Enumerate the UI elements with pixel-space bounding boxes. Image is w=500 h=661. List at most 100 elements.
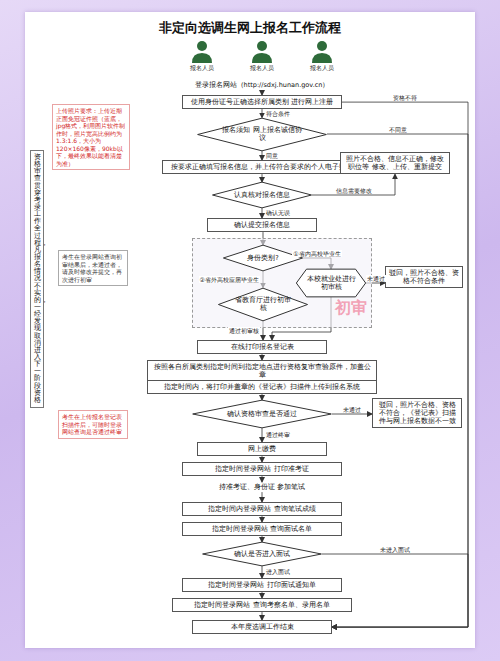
process-box: 照片不合格、信息不正确，修改职位等 修改、上传、重新提交 [340, 152, 450, 174]
note-box: 考生在登录网站查询初审结果后，未通过者，请及时修改并提交，再次进行初审 [58, 250, 128, 286]
edge-label: 同意 [265, 152, 279, 159]
red-note-box: 考生在上传报名登记表扫描件后，可随时登录网站查询是否通过终审 [58, 410, 128, 439]
process-box: 使用身份证号正确选择所属类别 进行网上注册 [182, 95, 342, 109]
outline [213, 182, 312, 208]
process-box: 确认提交报名信息 [207, 218, 317, 232]
process-box: 驳回，照片不合格、资格不符合条件 [385, 266, 463, 288]
edge-label: ①省内高校毕业生 [292, 250, 341, 257]
person-body [252, 53, 272, 63]
process-box: 网上缴费 [197, 442, 327, 456]
node-text: 省教育厅进行初审核 [235, 296, 291, 312]
edge-label: 资格不符 [392, 94, 418, 101]
person-label: 报名人员 [190, 64, 214, 71]
review-region: 初审 身份类别? 本校就业处进行初审核省教育厅进行初审核 [192, 238, 372, 328]
process-box: 指定时间登录网站 查询考察名单、录用名单 [172, 598, 352, 612]
person-head [197, 41, 207, 51]
node-text: 持准考证、身份证 参加笔试 [184, 483, 340, 491]
flow-arrow [312, 174, 395, 195]
plain-step: 登录报名网站（http://sdxj.hunan.gov.cn） [172, 80, 352, 90]
decision-diamond: 身份类别? [223, 245, 303, 271]
flow-arrow [262, 394, 263, 400]
person-icons [192, 41, 332, 63]
person-label: 报名人员 [310, 64, 334, 71]
flow-arrow [262, 151, 263, 161]
plain-step: 持准考证、身份证 参加笔试 [182, 482, 342, 492]
node-text: 指定时间内登录网站 查询笔试成绩 [186, 505, 338, 513]
node-text: 指定时间登录网站 打印面试通知单 [186, 581, 338, 589]
review-hexagon: 本校就业处进行初审核 [296, 269, 366, 297]
process-box: 按照各自所属类别指定时间到指定地点进行资格复审查验原件，加盖公章 [147, 360, 377, 382]
node-text: 确认是否进入面试 [234, 550, 290, 558]
flow-arrow [262, 566, 263, 578]
edge-label: 通过初审核 [228, 327, 260, 334]
node-text: 本年度选调工作结束 [196, 623, 328, 631]
flow-arrow [262, 208, 263, 218]
process-box: 指定时间登录网站 打印面试通知单 [182, 578, 342, 592]
edge-label: 未进入面试 [379, 546, 411, 553]
decision-diamond: 省教育厅进行初审核 [218, 288, 308, 321]
node-text: 按要求正确填写报名信息，并上传符合要求的个人电子照片 [166, 163, 358, 171]
flow-arrow [262, 109, 263, 117]
flow-arrow [262, 476, 263, 482]
process-box: 指定时间登录网站 查询面试名单 [182, 522, 342, 536]
outline [193, 400, 332, 428]
decision-diamond: 确认是否进入面试 [202, 542, 322, 566]
outline [218, 288, 307, 321]
node-text: 认真核对报名信息 [234, 191, 290, 199]
flow-arrow [332, 414, 372, 415]
red-note-box: 上传照片要求：上传近期正面免冠证件照（蓝底，jpg格式，利用图片软件制作时，照片… [52, 104, 130, 170]
decision-diamond: 确认资格审查是否通过 [192, 400, 332, 428]
edge-label: 未通过 [342, 406, 362, 413]
edge-label: ②省外高校应届毕业生 [199, 276, 260, 283]
edge-label: 进入面试 [265, 568, 291, 575]
person-head [317, 41, 327, 51]
node-text: 驳回，照片不合格、资格不符合条件 [389, 269, 459, 285]
edge-label: 确认无误 [265, 209, 291, 216]
node-text: 按照各自所属类别指定时间到指定地点进行资格复审查验原件，加盖公章 [151, 363, 373, 379]
node-text: 确认资格审查是否通过 [227, 410, 297, 418]
node-text: 报名须知 网上报名诚信协议 [222, 126, 303, 142]
flow-arrow [262, 174, 263, 182]
person-body [192, 53, 212, 63]
node-text: 指定时间登录网站 打印准考证 [186, 465, 338, 473]
node-text: 驳回，照片不合格、资格不符合，《登记表》扫描件与网上报名数据不一致 [376, 401, 458, 425]
watermark-text: 初审 [335, 300, 367, 316]
node-text: 登录报名网站（http://sdxj.hunan.gov.cn） [174, 81, 350, 89]
edge-label: 信息需要修改 [335, 187, 373, 194]
outline [203, 542, 322, 566]
edge-label: 通过终审 [265, 431, 291, 438]
outline [223, 245, 302, 271]
flow-arrow [262, 612, 263, 620]
node-text: 网上缴费 [201, 445, 323, 453]
flow-arrow [262, 492, 263, 502]
node-text: 确认提交报名信息 [211, 221, 313, 229]
flow-arrow [322, 554, 468, 627]
node-text: 指定时间登录网站 查询考察名单、录用名单 [176, 601, 348, 609]
node-text: 使用身份证号正确选择所属类别 进行网上注册 [186, 98, 338, 106]
decision-diamond: 认真核对报名信息 [212, 182, 312, 208]
process-box: 按要求正确填写报名信息，并上传符合要求的个人电子照片 [162, 160, 362, 174]
decision-diamond: 报名须知 网上报名诚信协议 [197, 118, 327, 151]
node-text: 本校就业处进行初审核 [306, 275, 356, 291]
node-text: 在线打印报名登记表 [201, 343, 323, 351]
node-text: 资格审查贯穿考录工作全过程，凡报名情况不实的，一经发现取消进入下一阶段资格 [34, 154, 41, 404]
process-box: 指定时间登录网站 打印准考证 [182, 462, 342, 476]
edge-label: 未通过 [366, 275, 386, 282]
outline [296, 269, 365, 297]
flow-arrow [262, 428, 263, 442]
side-note-column: 资格审查贯穿考录工作全过程，凡报名情况不实的，一经发现取消进入下一阶段资格 [30, 150, 44, 408]
process-box: 本年度选调工作结束 [192, 620, 332, 634]
node-text: 上传照片要求：上传近期正面免冠证件照（蓝底，jpg格式，利用图片软件制作时，照片… [56, 107, 126, 167]
node-text: 指定时间内，将打印并盖章的《登记表》扫描件上传到报名系统 [151, 383, 373, 391]
node-text: 指定时间登录网站 查询面试名单 [186, 525, 338, 533]
process-box: 指定时间内，将打印并盖章的《登记表》扫描件上传到报名系统 [147, 380, 377, 394]
node-text: 考生在登录网站查询初审结果后，未通过者，请及时修改并提交，再次进行初审 [62, 253, 124, 283]
node-text: 考生在上传报名登记表扫描件后，可随时登录网站查询是否通过终审 [62, 413, 124, 436]
process-box: 指定时间内登录网站 查询笔试成绩 [182, 502, 342, 516]
edge-label: 符合条件 [265, 110, 291, 117]
node-text: 照片不合格、信息不正确，修改职位等 修改、上传、重新提交 [344, 155, 446, 171]
node-text: 身份类别? [247, 254, 278, 262]
person-body [312, 53, 332, 63]
diagram-title: 非定向选调生网上报名工作流程 [0, 19, 500, 37]
